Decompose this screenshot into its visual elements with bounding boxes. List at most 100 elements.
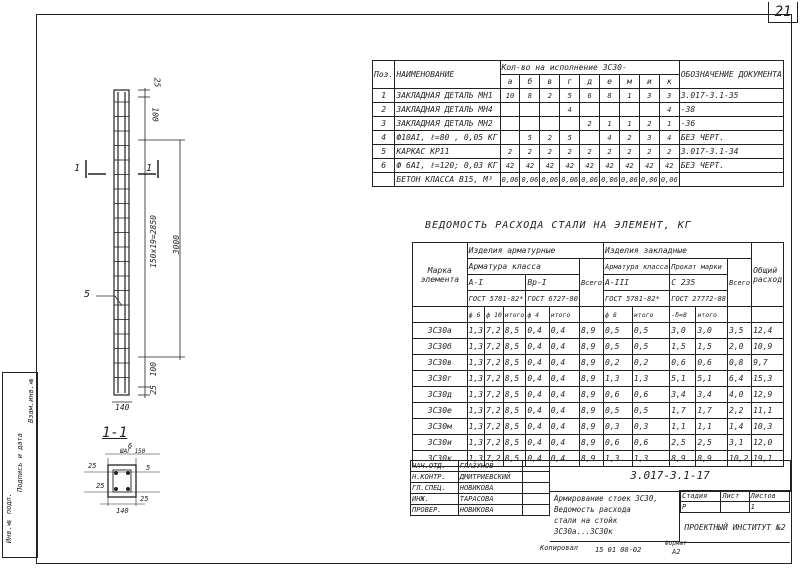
section-title: 1-1 [102, 425, 128, 441]
section-dim-25a: 25 [88, 462, 97, 470]
rc-value: 15,3 [751, 370, 784, 387]
rc-value: 0,4 [548, 450, 580, 467]
rc-value: 0,2 [631, 354, 671, 371]
rc-value: 8,9 [578, 402, 605, 419]
rc-sub-header: итого [548, 306, 580, 323]
rc-value: 1,5 [695, 338, 729, 355]
spec-qty: 2 [638, 144, 660, 159]
rc-value: 10,9 [751, 338, 784, 355]
rc-value: 0,3 [603, 418, 633, 435]
tb-name: НОВИКОВА [457, 482, 524, 494]
tb-format: А2 [672, 548, 681, 556]
spec-doc: БЕЗ ЧЕРТ. [678, 130, 785, 145]
tb-signature [522, 504, 550, 516]
rc-value: 0,6 [631, 434, 671, 451]
spec-qty: 1 [599, 116, 620, 131]
rc-value: 0,6 [603, 434, 633, 451]
tb-name: ТАРАСОВА [457, 493, 524, 505]
section-dim-25b: 25 [96, 482, 105, 490]
rc-value: 1,1 [669, 418, 697, 435]
spec-variant-а: а [499, 74, 521, 89]
rc-value: 8,9 [578, 338, 605, 355]
rc-value: 8,9 [669, 450, 697, 467]
rc-sub-header [727, 306, 753, 323]
section-mark-left: 1 [74, 163, 81, 174]
spec-qty: 5 [559, 88, 581, 103]
rc-value: 0,4 [548, 338, 580, 355]
rc-value: 0,4 [548, 354, 580, 371]
rc-value: 8,5 [502, 434, 527, 451]
rc-sub-header: ф 4 [525, 306, 550, 323]
rc-value: 0,4 [548, 370, 580, 387]
spec-qty: 0,06 [499, 172, 521, 187]
rc-sub-header: ф 10 [484, 306, 504, 323]
rc-value: 8,5 [502, 322, 527, 339]
spec-qty [579, 130, 601, 145]
tb-role: ПРОВЕР. [410, 504, 459, 516]
spec-qty: 0,06 [618, 172, 640, 187]
dim-100-bot: 100 [149, 362, 158, 377]
rc-value: 0,5 [631, 402, 671, 419]
spec-name: Ф10АI, ℓ=80 , 0,05 КГ [394, 130, 501, 145]
rc-h-zgost: ГОСТ 5781-82* [603, 290, 671, 307]
spec-variant-м: м [618, 74, 640, 89]
spec-qty: 2 [618, 144, 640, 159]
rc-value: 1,3 [466, 386, 486, 403]
spec-qty [599, 102, 620, 117]
rc-value: 8,9 [578, 434, 605, 451]
rc-value: 2,0 [727, 338, 753, 355]
spec-qty: 1 [618, 88, 640, 103]
rc-value: 2,5 [695, 434, 729, 451]
tb-sheets: 1 [748, 501, 791, 513]
spec-qty: 0,06 [539, 172, 561, 187]
tb-date: 15 01 08-02 [595, 546, 642, 554]
spec-qty: 1 [658, 116, 680, 131]
tb-person-row: ПРОВЕР.НОВИКОВА [410, 504, 550, 516]
rc-value: 1,3 [631, 370, 671, 387]
spec-qty: 8 [519, 88, 541, 103]
rebar-dot [126, 471, 130, 475]
rc-value: 6,4 [727, 370, 753, 387]
spec-pos [371, 172, 396, 187]
rc-value: 1,3 [466, 354, 486, 371]
rc-value: 12,9 [751, 386, 784, 403]
rc-value: 0,4 [525, 338, 550, 355]
rc-value: 7,2 [484, 354, 504, 371]
specification-table: Поз. НАИМЕНОВАНИЕ Кол-во на исполнение 3… [371, 60, 785, 187]
rc-value: 8,9 [578, 418, 605, 435]
spec-qty [539, 116, 561, 131]
spec-name: КАРКАС КР11 [394, 144, 501, 159]
spec-qty: 2 [519, 144, 541, 159]
rc-value: 0,6 [669, 354, 697, 371]
spec-h-doc: ОБОЗНАЧЕНИЕ ДОКУМЕНТА [678, 60, 785, 89]
spec-variant-д: д [579, 74, 601, 89]
spec-qty: 2 [638, 116, 660, 131]
spec-doc: -36 [678, 116, 785, 131]
spec-qty: 2 [618, 130, 640, 145]
rc-sub-header: итого [502, 306, 527, 323]
spec-qty: 2 [559, 144, 581, 159]
tb-stage: Р [679, 501, 722, 513]
margin-stamp: Инв.№ подл. Подпись и дата Взам.инв.№ [2, 372, 38, 558]
rc-value: 7,2 [484, 370, 504, 387]
spec-qty: 4 [658, 102, 680, 117]
rc-h-zarm: Арматура класса [603, 258, 671, 275]
rc-h-a3: А-III [603, 274, 671, 291]
spec-pos: 2 [371, 102, 396, 117]
spec-qty: 0,06 [579, 172, 601, 187]
rc-value: 1,3 [631, 450, 671, 467]
tb-desc-1: Армирование стоек 3С30, [554, 494, 658, 503]
rc-value: 2,2 [727, 402, 753, 419]
rc-h-arm-class: Арматура класса [466, 258, 580, 275]
tb-person-row: ГЛ.СПЕЦ.НОВИКОВА [410, 482, 550, 494]
section-dim-5: 5 [146, 464, 151, 472]
rc-mark: 3С30м [412, 418, 468, 435]
rc-h-a1: А-I [466, 274, 527, 291]
rc-value: 9,7 [751, 354, 784, 371]
